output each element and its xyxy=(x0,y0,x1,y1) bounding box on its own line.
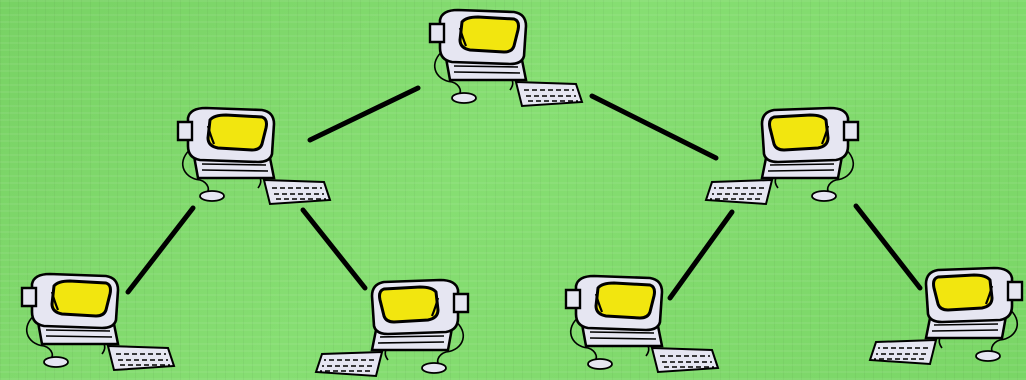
connector-root-left xyxy=(310,88,418,140)
desktop-computer-icon xyxy=(706,108,858,204)
computer-node-right xyxy=(706,108,858,204)
computer-node-left-left xyxy=(22,274,174,370)
connector-right-rightleft xyxy=(670,212,732,298)
desktop-computer-icon xyxy=(430,10,582,106)
desktop-computer-icon xyxy=(22,274,174,370)
computer-node-root xyxy=(430,10,582,106)
connector-root-right xyxy=(592,96,716,158)
computer-node-right-left xyxy=(566,276,718,372)
computer-node-left xyxy=(178,108,330,204)
desktop-computer-icon xyxy=(566,276,718,372)
desktop-computer-icon xyxy=(870,268,1022,364)
computer-node-left-right xyxy=(316,280,468,376)
connector-left-leftright xyxy=(303,210,365,288)
computer-node-right-right xyxy=(870,268,1022,364)
connector-left-leftleft xyxy=(128,208,193,292)
connector-right-rightright xyxy=(856,206,920,288)
desktop-computer-icon xyxy=(316,280,468,376)
desktop-computer-icon xyxy=(178,108,330,204)
